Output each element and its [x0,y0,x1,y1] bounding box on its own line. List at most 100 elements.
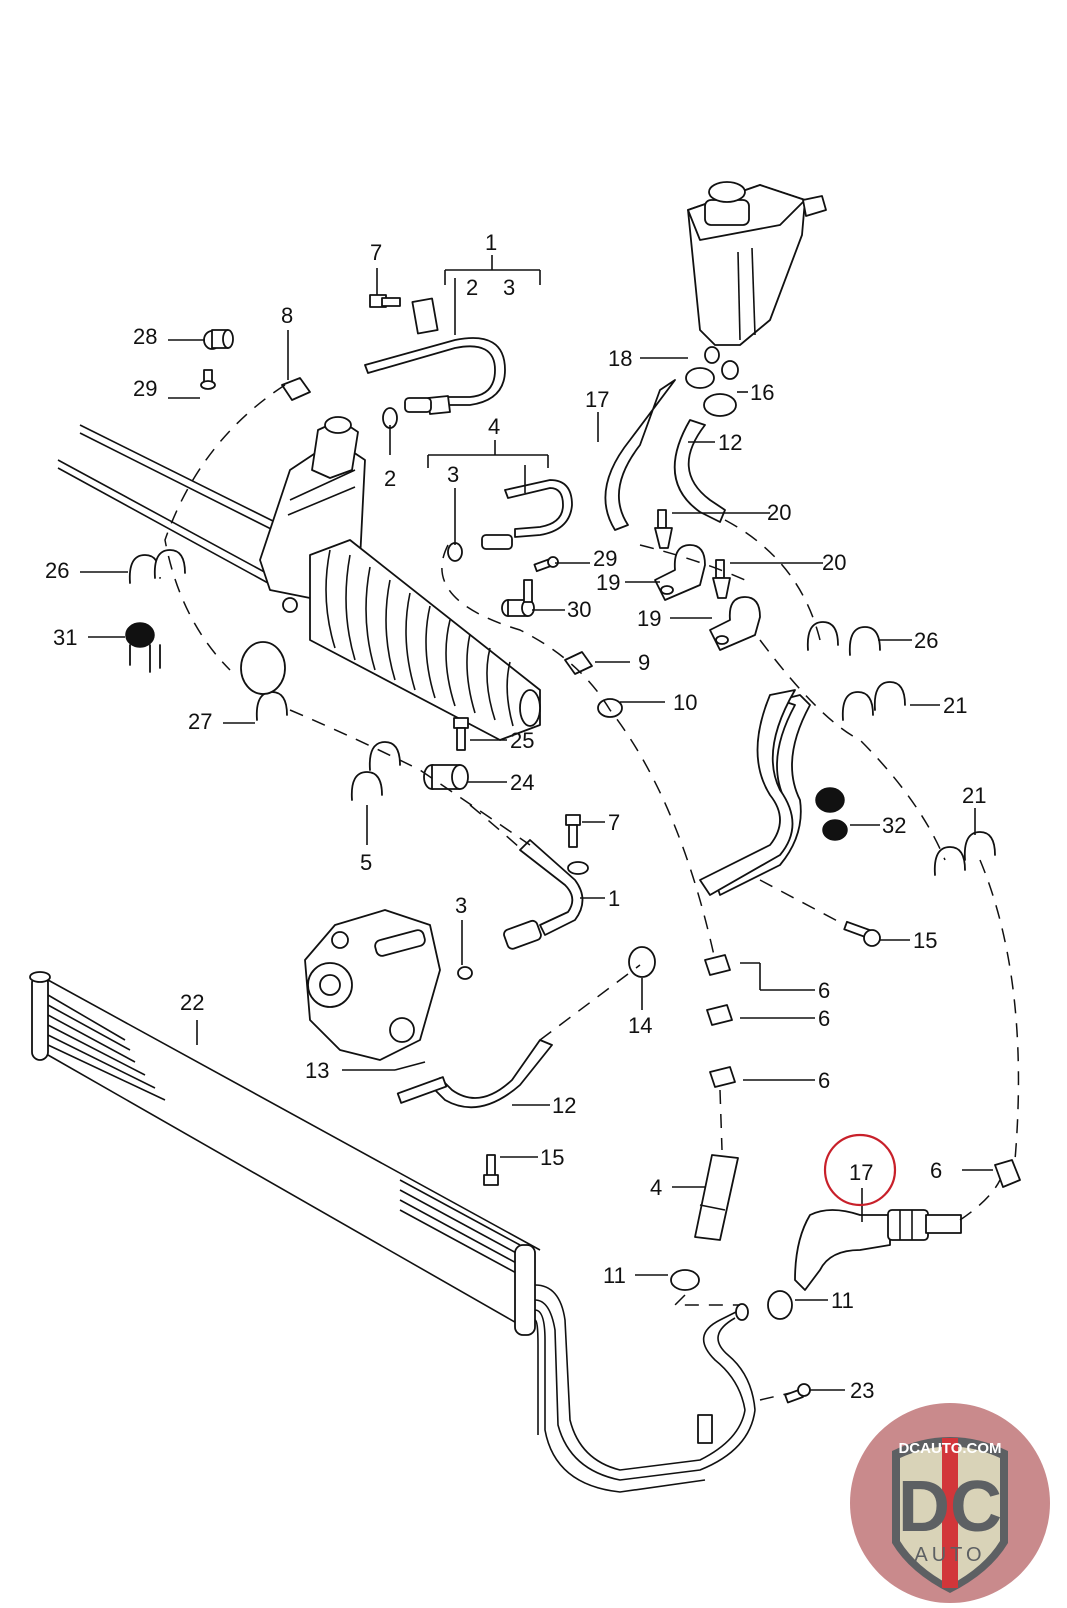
bracket-30 [501,579,535,617]
bolt-15-low [483,1154,499,1186]
hose-12-lower [394,1039,553,1109]
label-22: 22 [180,990,204,1015]
clip-10 [597,698,623,718]
hose-clamp-11-left [670,1269,700,1291]
screw-29-mid [533,556,559,573]
clip-8 [281,377,311,401]
label-6: 6 [818,1068,830,1093]
label-12: 12 [718,430,742,455]
label-15: 15 [540,1145,564,1170]
part-labels: 1 2 3 7 8 28 29 2 4 3 29 30 26 31 27 25 … [45,230,986,1403]
grommet-28 [203,329,234,350]
label-17-highlighted: 17 [849,1160,873,1185]
label-7: 7 [370,240,382,265]
label-21: 21 [943,693,967,718]
label-29: 29 [593,546,617,571]
logo-site: DCAUTO.COM [898,1440,1001,1457]
label-28: 28 [133,324,157,349]
clip-27 [240,641,288,721]
label-20: 20 [767,500,791,525]
label-19: 19 [637,606,661,631]
label-26: 26 [45,558,69,583]
label-23: 23 [850,1378,874,1403]
label-32: 32 [882,813,906,838]
bolt-7-mid [565,814,581,848]
label-25: 25 [510,728,534,753]
clip-5 [350,741,401,801]
label-3: 3 [447,462,459,487]
bracket-19-upper [654,544,706,601]
return-line-4 [447,479,573,562]
clip-6-d [994,1159,1021,1188]
label-30: 30 [567,597,591,622]
label-13: 13 [305,1058,329,1083]
bolt-15-mid [843,920,881,947]
screw-29-left [200,369,216,390]
pressure-line-upper [364,297,506,429]
logo-mark: DC [898,1467,1002,1547]
cooler-22 [29,971,541,1336]
clip-9 [564,651,593,675]
power-steering-pump [304,909,441,1061]
clip-26-right [806,621,881,656]
clip-20-lower [712,559,731,599]
bushing-24 [423,764,469,790]
reservoir [687,181,827,380]
label-21: 21 [962,783,986,808]
label-9: 9 [638,650,650,675]
leader-lines [80,255,993,1391]
bellows-ribs [325,549,514,727]
label-8: 8 [281,303,293,328]
bracket-19-lower [709,596,761,651]
hose-4-lower [694,1154,739,1241]
label-10: 10 [673,690,697,715]
label-31: 31 [53,625,77,650]
label-16: 16 [750,380,774,405]
hose-middle [699,689,811,896]
label-1: 1 [608,886,620,911]
label-6: 6 [818,978,830,1003]
clip-21-upper [841,681,906,721]
label-18: 18 [608,346,632,371]
label-1: 1 [485,230,497,255]
clip-6-b [706,1004,733,1026]
label-6: 6 [818,1006,830,1031]
bolt-7-top [369,294,401,308]
hose-12-upper [673,419,726,523]
pressure-line-lower [503,839,589,950]
washer-3 [457,966,473,980]
label-2: 2 [466,275,478,300]
clip-6-a [704,954,731,976]
hose-17-lower [794,1209,962,1291]
label-19: 19 [596,570,620,595]
clip-26-left [128,549,186,584]
steering-rack [57,416,541,741]
label-2: 2 [384,466,396,491]
highlight-circle-17 [823,1133,897,1207]
dashed-guides [164,384,1020,1401]
label-26: 26 [914,628,938,653]
label-17: 17 [585,387,609,412]
hose-clamp-16 [703,393,737,417]
dcauto-logo: DCAUTO.COM DC AUTO [850,1403,1050,1603]
label-6: 6 [930,1158,942,1183]
label-27: 27 [188,709,212,734]
cooler-pipes [534,1284,756,1493]
label-4: 4 [488,414,500,439]
clip-32 [815,787,848,841]
label-5: 5 [360,850,372,875]
label-29: 29 [133,376,157,401]
hose-clamp-14 [628,946,656,978]
label-20: 20 [822,550,846,575]
bolt-25 [453,717,469,751]
label-12: 12 [552,1093,576,1118]
logo-stripe [942,1438,958,1588]
logo-sub: AUTO [914,1544,985,1566]
hose-17-upper [604,379,676,531]
label-15: 15 [913,928,937,953]
label-7: 7 [608,810,620,835]
clip-31 [125,622,161,673]
hose-clamp-18 [685,367,715,389]
clip-6-c [709,1066,736,1088]
